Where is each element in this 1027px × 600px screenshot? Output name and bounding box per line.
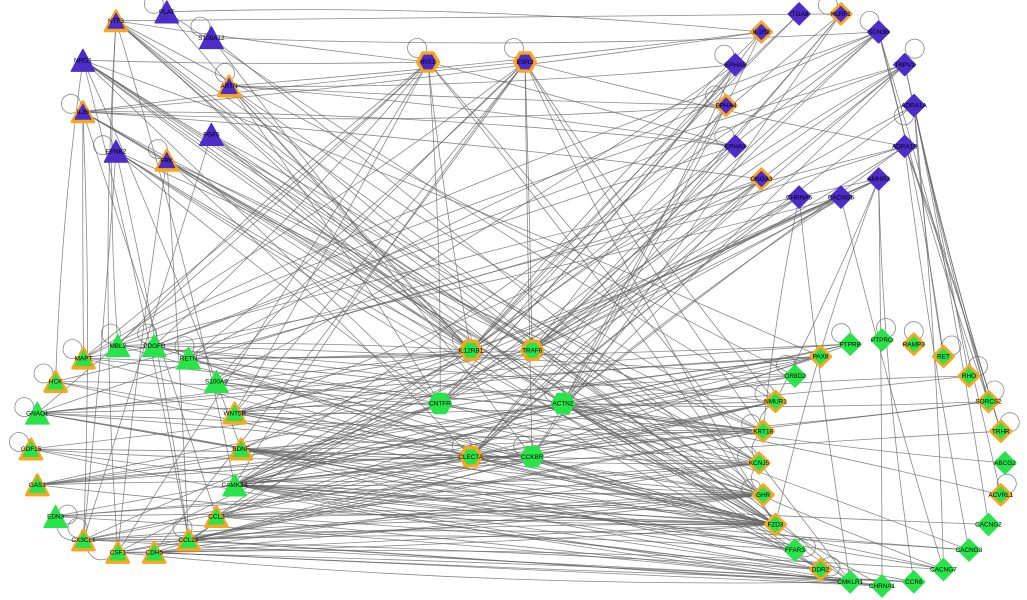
svg-text:MAPT: MAPT: [75, 355, 93, 362]
svg-text:NMUR1: NMUR1: [764, 399, 787, 406]
svg-text:IL12RB1: IL12RB1: [458, 347, 483, 354]
svg-text:RHO: RHO: [962, 373, 976, 380]
svg-text:FGF6: FGF6: [203, 132, 220, 139]
svg-text:TRHR: TRHR: [992, 428, 1010, 435]
svg-text:S100A12: S100A12: [198, 35, 225, 42]
svg-text:CHRNA1: CHRNA1: [869, 583, 896, 590]
svg-text:PTPRO: PTPRO: [871, 337, 893, 344]
svg-text:NTF3: NTF3: [108, 18, 124, 25]
svg-text:PDGFB: PDGFB: [143, 343, 165, 350]
svg-text:IRS1: IRS1: [421, 59, 436, 66]
svg-text:KLRF1: KLRF1: [831, 11, 851, 18]
svg-text:CNTFR: CNTFR: [429, 401, 451, 408]
svg-text:CNGA3: CNGA3: [750, 176, 772, 183]
svg-text:CACNG3: CACNG3: [956, 547, 983, 554]
svg-text:GHR: GHR: [756, 492, 771, 499]
svg-text:ITGA8: ITGA8: [790, 11, 809, 18]
svg-text:KRT18: KRT18: [753, 428, 773, 435]
svg-text:CACNG5: CACNG5: [828, 194, 855, 201]
svg-text:ADRA1B: ADRA1B: [892, 144, 918, 151]
svg-text:PTPRB: PTPRB: [840, 341, 861, 348]
svg-text:KCNJ5: KCNJ5: [749, 460, 770, 467]
svg-text:ARTN: ARTN: [220, 83, 238, 90]
svg-text:EDN3: EDN3: [47, 514, 64, 521]
svg-text:CDH5: CDH5: [145, 550, 163, 557]
svg-text:CAMK2A: CAMK2A: [222, 482, 249, 489]
svg-text:WNT5B: WNT5B: [224, 410, 246, 417]
svg-text:ESR2: ESR2: [517, 59, 534, 66]
svg-text:DDR2: DDR2: [812, 567, 830, 574]
svg-text:S100A9: S100A9: [205, 379, 228, 386]
svg-text:GAS1: GAS1: [29, 482, 46, 489]
svg-text:CLEC7A: CLEC7A: [458, 454, 484, 461]
svg-text:PLAT: PLAT: [159, 9, 175, 16]
svg-text:EFNB2: EFNB2: [106, 148, 127, 155]
svg-text:RET: RET: [937, 354, 950, 361]
svg-text:FZD3: FZD3: [768, 522, 784, 529]
svg-text:GNAO1: GNAO1: [26, 410, 49, 417]
svg-text:EPHA5: EPHA5: [725, 62, 746, 69]
svg-text:RETN: RETN: [180, 355, 198, 362]
svg-text:ACTN2: ACTN2: [553, 401, 574, 408]
svg-text:FFAR3: FFAR3: [785, 547, 805, 554]
svg-text:CSF1: CSF1: [110, 550, 127, 557]
svg-text:AMHR2: AMHR2: [867, 176, 890, 183]
svg-text:IL1R2: IL1R2: [753, 29, 770, 36]
svg-text:EPHA3: EPHA3: [725, 144, 746, 151]
svg-text:CACNG2: CACNG2: [975, 522, 1002, 529]
svg-text:CACNG7: CACNG7: [930, 567, 957, 574]
svg-text:EPHA4: EPHA4: [716, 103, 737, 110]
svg-text:FRK: FRK: [160, 157, 174, 164]
svg-text:CCL22: CCL22: [179, 537, 199, 544]
svg-text:NRG1: NRG1: [74, 57, 92, 64]
svg-text:ADRA1A: ADRA1A: [901, 103, 927, 110]
svg-text:GDF15: GDF15: [21, 446, 42, 453]
svg-text:CX3CL1: CX3CL1: [71, 537, 96, 544]
svg-text:SCN3B: SCN3B: [868, 29, 889, 36]
svg-text:CCR6: CCR6: [905, 579, 923, 586]
svg-text:CMKLR1: CMKLR1: [837, 579, 863, 586]
svg-text:CCKBR: CCKBR: [521, 454, 544, 461]
svg-text:SORCS2: SORCS2: [975, 399, 1002, 406]
svg-text:TRAF6: TRAF6: [522, 347, 543, 354]
svg-text:RAMP3: RAMP3: [903, 341, 925, 348]
svg-text:TRPV1: TRPV1: [894, 62, 915, 69]
svg-text:OR8D2: OR8D2: [784, 373, 806, 380]
svg-text:IL36: IL36: [77, 109, 90, 116]
svg-text:HCK: HCK: [49, 379, 63, 386]
svg-text:MBL2: MBL2: [109, 343, 126, 350]
svg-text:CHRNA5: CHRNA5: [786, 194, 813, 201]
svg-text:PAX8: PAX8: [813, 354, 829, 361]
svg-text:ACVRL1: ACVRL1: [988, 492, 1013, 499]
svg-text:BDNF: BDNF: [232, 446, 249, 453]
svg-text:ABCG2: ABCG2: [994, 460, 1016, 467]
svg-text:CCL2: CCL2: [208, 514, 225, 521]
